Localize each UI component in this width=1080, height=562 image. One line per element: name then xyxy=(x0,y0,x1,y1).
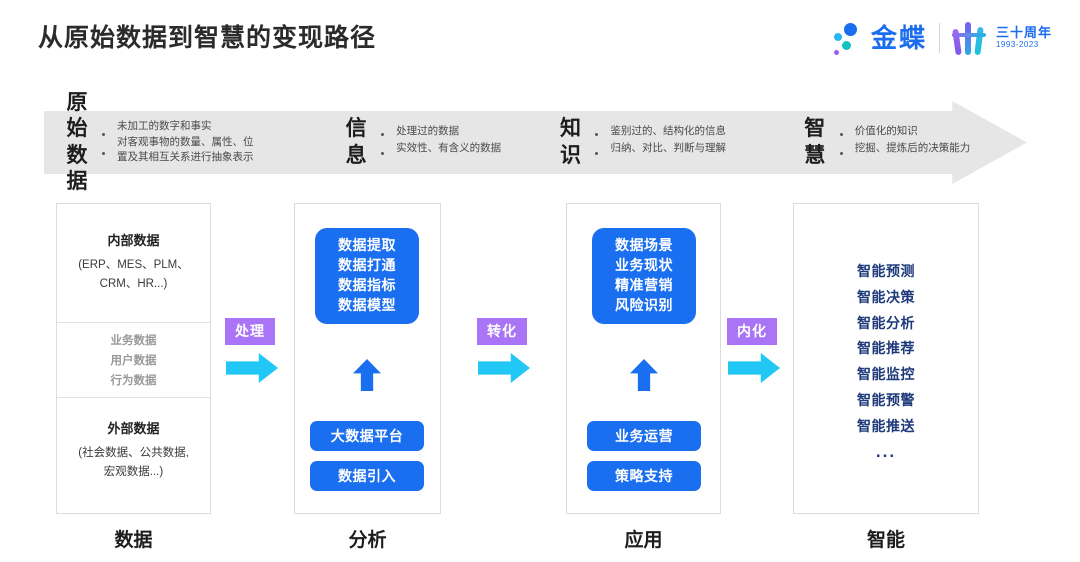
external-data-block: 外部数据 (社会数据、公共数据, 宏观数据...) xyxy=(57,398,210,482)
connector-process: 处理 xyxy=(225,318,278,383)
banner-stage-information: 信 息 处理过的数据 实效性、有含义的数据 xyxy=(339,101,553,184)
analysis-line-4: 数据模型 xyxy=(338,296,396,313)
data-type-behavior: 行为数据 xyxy=(110,375,157,388)
internal-data-block: 内部数据 (ERP、MES、PLM、 CRM、HR...) xyxy=(57,204,210,322)
intel-item-recommend: 智能推荐 xyxy=(857,340,915,357)
connector-label-transform: 转化 xyxy=(477,318,527,345)
banner-desc-knowledge: 鉴别过的、结构化的信息 归纳、对比、判断与理解 xyxy=(610,124,726,154)
bullet-dots xyxy=(591,123,602,163)
right-arrow-icon-transform xyxy=(478,353,530,383)
pill-bigdata-platform[interactable]: 大数据平台 xyxy=(310,421,424,451)
external-data-title: 外部数据 xyxy=(107,421,160,436)
stage-label-data: 数据 xyxy=(114,530,153,551)
data-types-block: 业务数据 用户数据 行为数据 xyxy=(57,322,210,398)
intel-item-push: 智能推送 xyxy=(857,417,915,434)
ddik-banner: 原始 数据 未加工的数字和事实 对客观事物的数量、属性、位 置及其相互关系进行抽… xyxy=(44,91,1027,193)
bullet-dots xyxy=(836,123,847,163)
apply-capability-box[interactable]: 数据场景 业务现状 精准营销 风险识别 xyxy=(592,228,696,324)
stage-label-analysis: 分析 xyxy=(348,530,387,551)
banner-desc-wisdom: 价值化的知识 挖掘、提炼后的决策能力 xyxy=(854,124,971,154)
intel-item-alert: 智能预警 xyxy=(857,391,915,408)
bullet-dots xyxy=(377,123,388,163)
data-type-user: 用户数据 xyxy=(110,355,157,368)
pill-data-ingestion[interactable]: 数据引入 xyxy=(310,461,424,491)
banner-desc-information: 处理过的数据 实效性、有含义的数据 xyxy=(396,124,502,154)
data-type-business: 业务数据 xyxy=(110,335,157,347)
connector-internalize: 内化 xyxy=(727,318,780,383)
connector-label-internalize: 内化 xyxy=(727,318,777,345)
internal-data-title: 内部数据 xyxy=(107,233,160,248)
stage-card-data: 内部数据 (ERP、MES、PLM、 CRM、HR...) 业务数据 用户数据 … xyxy=(56,203,211,514)
analysis-line-2: 数据打通 xyxy=(338,257,396,274)
stage-card-intelligence: 智能预测 智能决策 智能分析 智能推荐 智能监控 智能预警 智能推送 ... xyxy=(793,203,979,514)
connector-label-process: 处理 xyxy=(225,318,275,345)
intel-item-decision: 智能决策 xyxy=(857,288,915,305)
brand-name: 金蝶 xyxy=(870,23,927,53)
stage-label-intelligence: 智能 xyxy=(866,530,905,551)
intelligence-capability-list: 智能预测 智能决策 智能分析 智能推荐 智能监控 智能预警 智能推送 ... xyxy=(794,204,978,465)
apply-line-1: 数据场景 xyxy=(615,237,673,254)
apply-line-4: 风险识别 xyxy=(615,296,673,313)
anniversary-label: 三十周年 xyxy=(995,25,1052,41)
apply-line-2: 业务现状 xyxy=(615,257,673,274)
banner-term-raw-data: 原始 数据 xyxy=(66,91,88,193)
anniversary-text: 三十周年 1993-2023 xyxy=(996,26,1052,49)
intel-item-analysis: 智能分析 xyxy=(857,314,915,331)
anniversary-years: 1993-2023 xyxy=(995,39,1039,49)
right-arrow-icon-internalize xyxy=(728,353,780,383)
logo-divider xyxy=(938,23,940,53)
analysis-line-1: 数据提取 xyxy=(338,237,396,254)
banner-desc-raw-data: 未加工的数字和事实 对客观事物的数量、属性、位 置及其相互关系进行抽象表示 xyxy=(117,119,254,164)
stage-label-apply: 应用 xyxy=(624,530,663,551)
banner-stage-knowledge: 知 识 鉴别过的、结构化的信息 归纳、对比、判断与理解 xyxy=(553,101,797,184)
anniversary-mark-icon xyxy=(951,21,990,56)
analysis-line-3: 数据指标 xyxy=(338,277,396,293)
banner-arrow-shape xyxy=(44,101,1027,184)
banner-stage-raw-data: 原始 数据 未加工的数字和事实 对客观事物的数量、属性、位 置及其相互关系进行抽… xyxy=(44,91,339,193)
right-arrow-icon-process xyxy=(226,353,278,383)
apply-line-3: 精准营销 xyxy=(615,277,673,293)
external-data-sources: (社会数据、公共数据, 宏观数据...) xyxy=(78,447,189,478)
banner-term-knowledge: 知 识 xyxy=(559,117,581,167)
banner-term-wisdom: 智 慧 xyxy=(804,117,826,167)
brand-logo: 金蝶 三十周年 1993-2023 xyxy=(831,18,1052,58)
bullet-dots xyxy=(98,119,109,166)
intel-item-ellipsis: ... xyxy=(875,442,897,462)
page-title: 从原始数据到智慧的变现路径 xyxy=(38,24,377,52)
banner-stage-wisdom: 智 慧 价值化的知识 挖掘、提炼后的决策能力 xyxy=(798,101,1027,184)
connector-transform: 转化 xyxy=(477,318,530,383)
intel-item-forecast: 智能预测 xyxy=(857,263,915,279)
kingdee-dots-icon xyxy=(831,20,865,56)
intel-item-monitor: 智能监控 xyxy=(857,366,915,382)
analysis-capability-box[interactable]: 数据提取 数据打通 数据指标 数据模型 xyxy=(315,228,419,324)
banner-term-information: 信 息 xyxy=(345,117,367,167)
pill-strategy-support[interactable]: 策略支持 xyxy=(587,461,701,491)
pill-business-operations[interactable]: 业务运营 xyxy=(587,421,701,451)
internal-data-sources: (ERP、MES、PLM、 CRM、HR...) xyxy=(78,259,189,290)
